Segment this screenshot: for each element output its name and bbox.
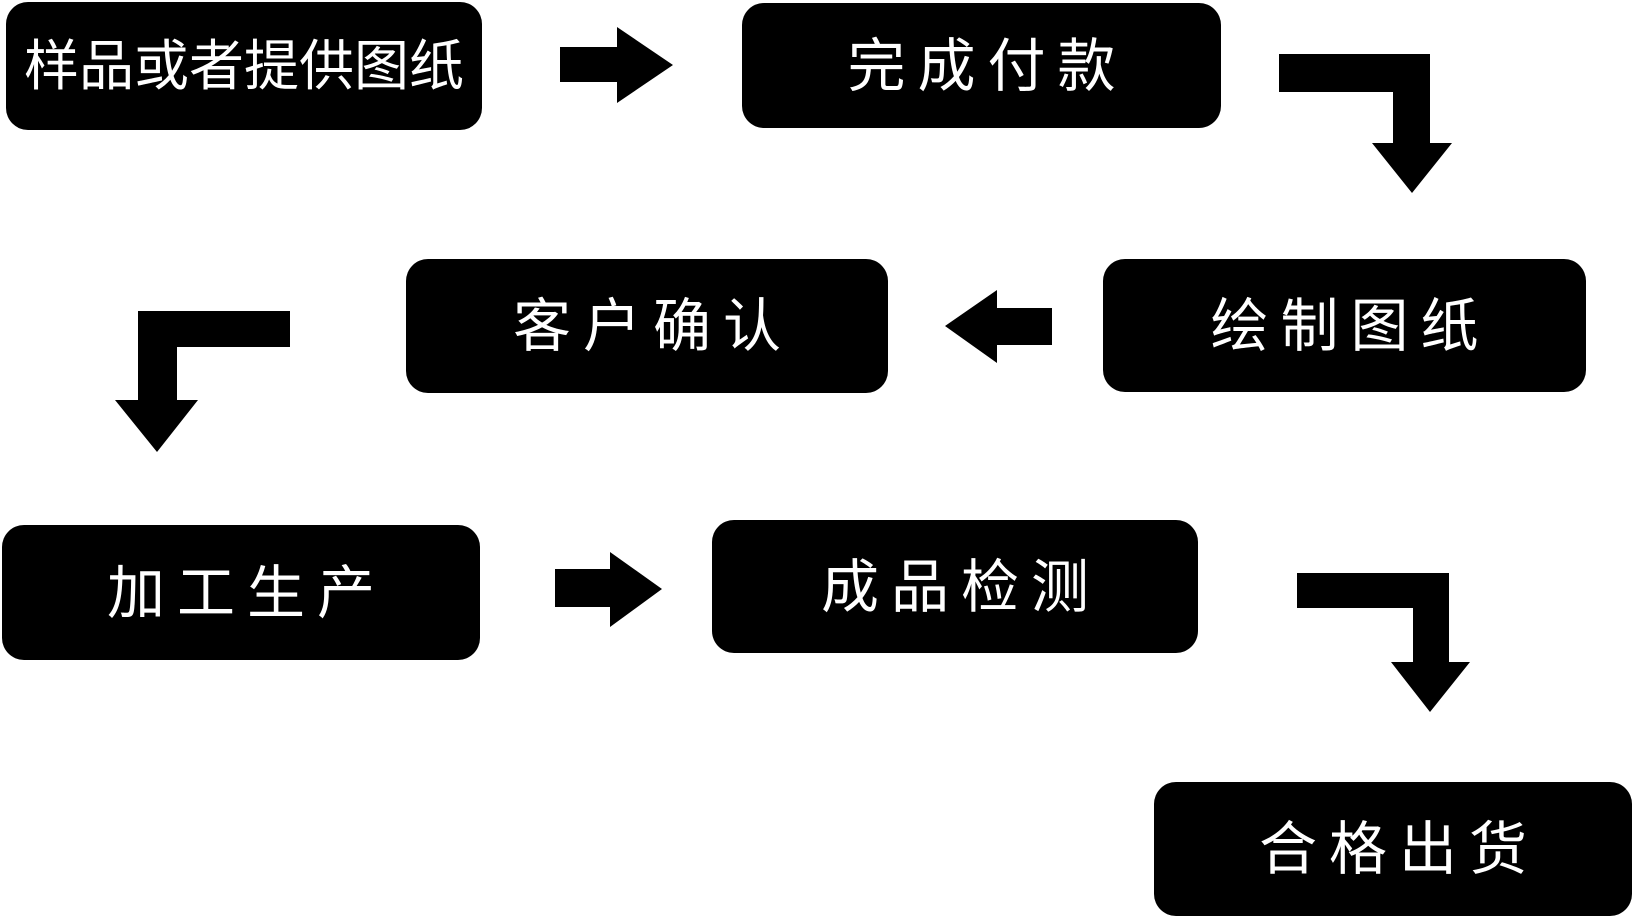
node-processing-production: 加工生产 [2,525,480,660]
node-complete-payment: 完成付款 [742,3,1221,128]
node-label: 完成付款 [847,31,1128,100]
right-arrow-icon [560,27,673,103]
right-arrow-icon [555,552,662,627]
left-arrow-icon [945,290,1052,363]
node-label: 样品或者提供图纸 [23,33,464,98]
node-customer-confirmation: 客户确认 [406,259,888,393]
node-qualified-shipment: 合格出货 [1154,782,1632,916]
node-sample-or-provide-drawings: 样品或者提供图纸 [6,2,482,130]
node-label: 加工生产 [106,558,387,627]
node-finished-product-inspection: 成品检测 [712,520,1198,653]
node-label: 客户确认 [512,292,793,360]
elbow-down-arrow-icon [115,311,290,452]
node-label: 合格出货 [1258,815,1539,883]
node-label: 绘制图纸 [1210,291,1491,360]
node-label: 成品检测 [820,552,1101,621]
elbow-down-arrow-icon [1297,573,1470,712]
node-draw-drawings: 绘制图纸 [1103,259,1586,392]
elbow-down-arrow-icon [1279,54,1452,193]
